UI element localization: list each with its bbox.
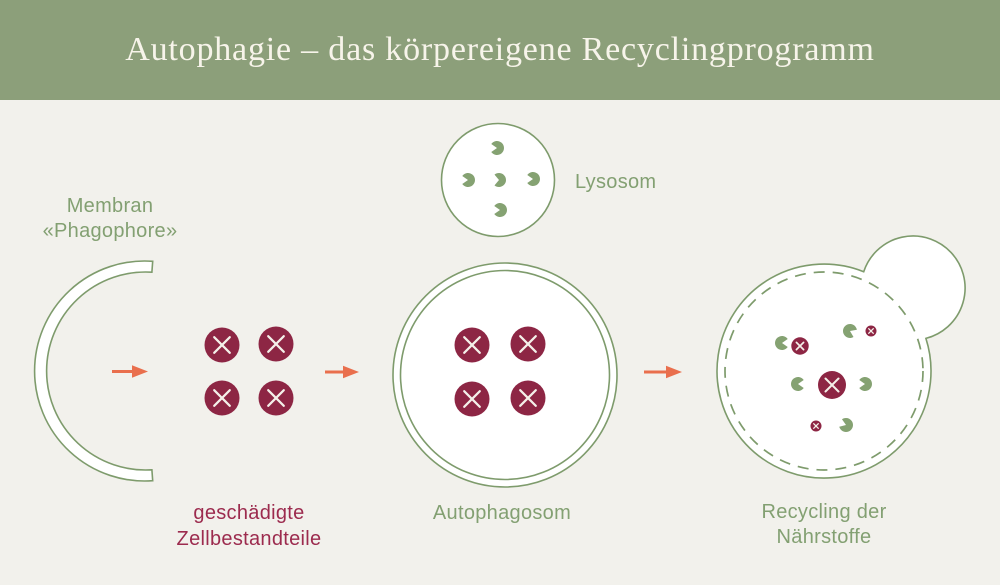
pacman-icon (527, 172, 541, 187)
recycling-vesicle (716, 235, 966, 479)
pacman-icon (774, 335, 788, 350)
recycling-label-line2: Nährstoffe (777, 526, 872, 548)
autophagosome-inner-membrane (399, 269, 611, 481)
crossed-circle-icon-large (818, 371, 846, 399)
crossed-circle-icon (510, 326, 546, 362)
recycling-label-line1: Recycling der (761, 501, 886, 523)
autolysosome-dashed-membrane (724, 271, 924, 471)
page-title: Autophagie – das körpereigene Recyclingp… (125, 31, 875, 68)
header-banner: Autophagie – das körpereigene Recyclingp… (0, 0, 1000, 100)
crossed-circle-icon-small (791, 337, 809, 355)
crossed-circle-icon-tiny (865, 325, 877, 337)
autophagosome-outer-membrane (392, 262, 618, 488)
crossed-circle-icon (454, 381, 490, 417)
autolysosome-budding-outline (716, 235, 966, 479)
lysosome-vesicle (440, 122, 556, 238)
pacman-icon (790, 377, 804, 392)
crossed-circle-icon (454, 327, 490, 363)
damaged-label-line2: Zellbestandteile (177, 528, 322, 550)
damaged-label-line1: geschädigte (193, 502, 304, 524)
crossed-circle-icon (258, 380, 294, 416)
crossed-circle-icon (510, 380, 546, 416)
autophagosome-vesicle (392, 262, 618, 488)
membran-label-line2: «Phagophore» (43, 220, 178, 242)
phagophore-arc (33, 260, 154, 482)
crossed-circle-icon (258, 326, 294, 362)
autophagosom-label: Autophagosom (433, 502, 571, 524)
crossed-circle-icon (204, 380, 240, 416)
pacman-icon (839, 417, 854, 432)
pacman-icon (462, 173, 476, 188)
pacman-icon (494, 203, 508, 217)
right-arrow-icon-2 (325, 365, 359, 379)
right-arrow-icon-3 (644, 365, 682, 379)
pacman-icon (491, 141, 505, 155)
lysosome-circle (440, 122, 556, 238)
pacman-icon (494, 173, 507, 188)
crossed-circle-icon (204, 327, 240, 363)
membran-label-line1: Membran (67, 195, 154, 217)
pacman-icon (842, 323, 857, 338)
crossed-circle-icon-tiny (810, 420, 822, 432)
phagophore-membrane (33, 260, 154, 482)
pacman-icon (859, 377, 873, 392)
right-arrow-icon-1 (112, 365, 148, 378)
damaged-components-group (204, 326, 294, 416)
lysosom-label: Lysosom (575, 171, 656, 193)
